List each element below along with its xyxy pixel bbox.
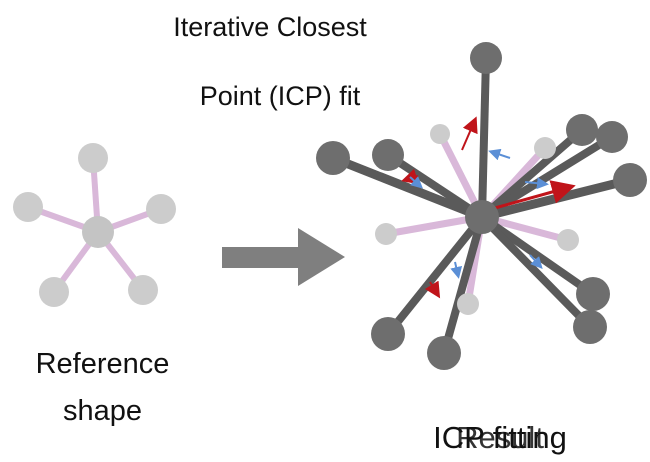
reference-label-line-2: shape (62, 395, 142, 427)
correspondence-arrow (450, 261, 463, 279)
reference-node (78, 143, 108, 173)
correspondence-arrow (461, 116, 478, 151)
fitted-node (316, 141, 350, 175)
reference-node (534, 137, 556, 159)
fitted-nodes (316, 42, 647, 370)
fitted-node (573, 310, 607, 344)
result-label-icp-fitting: ICP fitting (433, 420, 567, 455)
fitted-arm (384, 214, 486, 337)
fitted-arm (331, 153, 484, 222)
icp-result-shape (316, 42, 647, 370)
reference-center-node (82, 216, 114, 248)
correspondence-arrow (488, 148, 511, 161)
fitted-node (427, 336, 461, 370)
fitted-node (372, 139, 404, 171)
title-line-1: Iterative Closest (173, 12, 367, 42)
result-label-result: Result (456, 420, 544, 455)
fitted-node (596, 121, 628, 153)
reference-node (457, 293, 479, 315)
transform-arrow (222, 228, 345, 286)
reference-node (430, 124, 450, 144)
fitted-node (371, 317, 405, 351)
fitted-arm (479, 214, 593, 330)
fitted-node (576, 277, 610, 311)
correspondence-arrow (529, 254, 543, 269)
overlaid-reference-nodes (375, 124, 579, 315)
fitted-arm (478, 57, 490, 218)
reference-node (39, 277, 69, 307)
fitted-node (613, 163, 647, 197)
correspondence-arrow (409, 176, 423, 189)
correspondence-arrow (424, 280, 441, 299)
reference-node (375, 223, 397, 245)
fitted-arm (440, 215, 486, 355)
title-line-2: Point (ICP) fit (199, 81, 361, 111)
fitted-node (566, 114, 598, 146)
fitted-node (470, 42, 502, 74)
reference-label-line-1: Reference (35, 348, 170, 380)
correspondence-arrows (401, 116, 576, 299)
fitted-arm (479, 133, 615, 221)
correspondence-arrow (494, 180, 576, 210)
reference-node (146, 194, 176, 224)
reference-shape (13, 143, 176, 307)
fitted-arm (479, 213, 596, 298)
reference-node (128, 275, 158, 305)
reference-node (13, 192, 43, 222)
correspondence-arrow (524, 177, 549, 190)
fitted-center-node (465, 200, 499, 234)
reference-node (557, 229, 579, 251)
